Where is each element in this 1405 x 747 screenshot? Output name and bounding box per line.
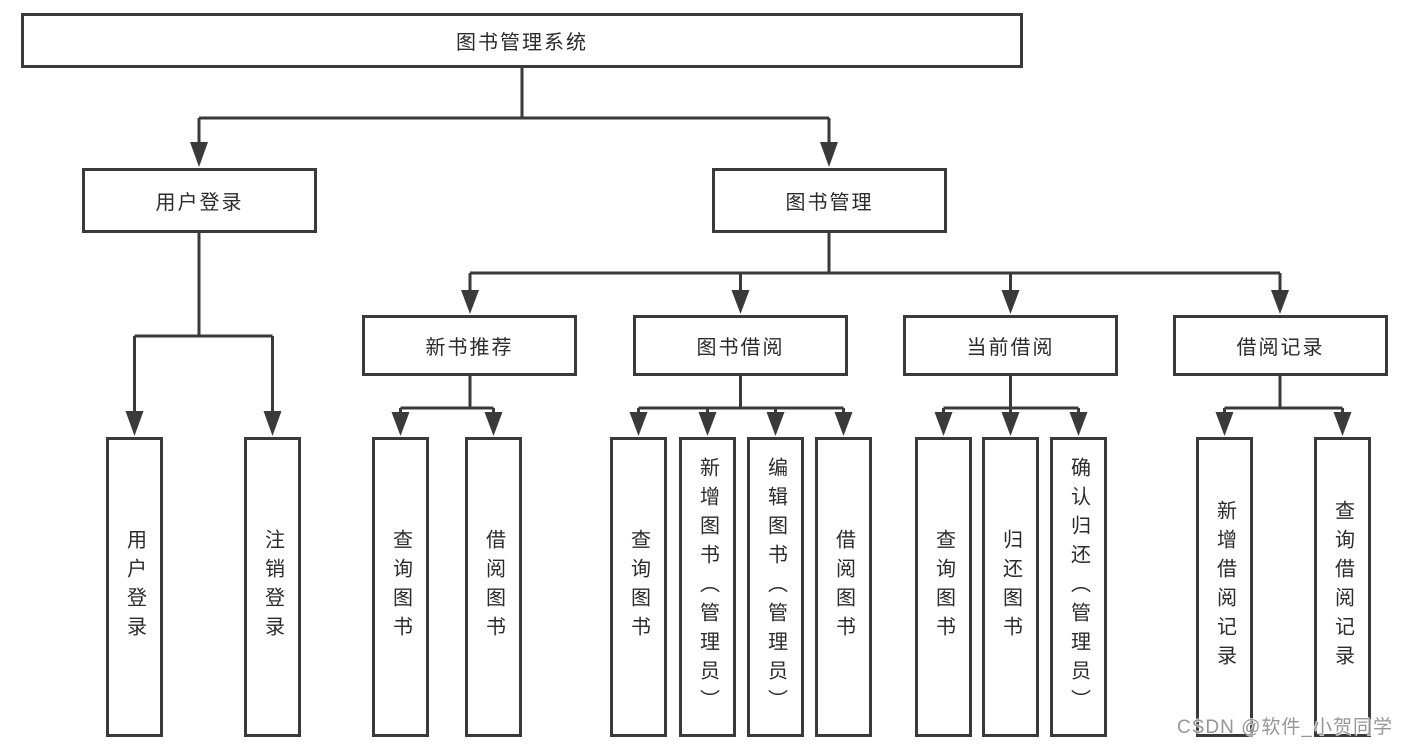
leaf-return-books: 归还图书 <box>982 437 1039 737</box>
leaf-confirm-return-admin: 确认归还（管理员） <box>1050 437 1107 737</box>
leaf-label: 归还图书 <box>999 529 1022 645</box>
leaf-label: 查询图书 <box>932 529 955 645</box>
node-label: 借阅记录 <box>1236 337 1325 359</box>
leaf-user-login: 用户登录 <box>106 437 163 737</box>
leaf-edit-books-admin: 编辑图书（管理员） <box>747 437 804 737</box>
leaf-add-books-admin: 新增图书（管理员） <box>679 437 736 737</box>
node-book-borrowing: 图书借阅 <box>633 315 848 376</box>
connector-book-borrow-children <box>629 376 853 436</box>
node-label: 当前借阅 <box>966 337 1055 359</box>
leaf-label: 编辑图书（管理员） <box>764 456 787 718</box>
node-user-login: 用户登录 <box>82 168 317 233</box>
connector-borrow-records-children <box>1215 376 1352 436</box>
node-book-management: 图书管理 <box>712 168 947 233</box>
connector-user-login-children <box>125 233 282 436</box>
leaf-label: 注销登录 <box>261 529 284 645</box>
connector-current-borrow-children <box>934 376 1088 436</box>
leaf-label: 查询借阅记录 <box>1331 500 1354 674</box>
leaf-label: 查询图书 <box>627 529 650 645</box>
node-system-root: 图书管理系统 <box>21 13 1023 68</box>
leaf-borrow-books: 借阅图书 <box>815 437 872 737</box>
leaf-label: 确认归还（管理员） <box>1067 456 1090 718</box>
leaf-query-books-recommend: 查询图书 <box>372 437 429 737</box>
leaf-logout: 注销登录 <box>244 437 301 737</box>
leaf-label: 借阅图书 <box>832 529 855 645</box>
leaf-label: 查询图书 <box>389 529 412 645</box>
leaf-label: 借阅图书 <box>482 529 505 645</box>
connector-new-book-rec-children <box>391 376 503 436</box>
leaf-label: 用户登录 <box>123 529 146 645</box>
leaf-query-books-borrowing: 查询图书 <box>610 437 667 737</box>
leaf-query-borrow-record: 查询借阅记录 <box>1314 437 1371 737</box>
leaf-label: 新增借阅记录 <box>1213 500 1236 674</box>
node-label: 图书管理系统 <box>456 32 588 54</box>
node-label: 图书管理 <box>785 192 874 214</box>
node-label: 图书借阅 <box>696 337 785 359</box>
leaf-borrow-books-recommend: 借阅图书 <box>465 437 522 737</box>
node-borrow-records: 借阅记录 <box>1173 315 1388 376</box>
node-label: 新书推荐 <box>425 337 514 359</box>
node-new-book-recommend: 新书推荐 <box>362 315 577 376</box>
csdn-watermark: CSDN @软件_小贺同学 <box>1177 717 1393 738</box>
connector-root-to-level2 <box>190 68 838 167</box>
leaf-label: 新增图书（管理员） <box>696 456 719 718</box>
node-current-borrowing: 当前借阅 <box>903 315 1118 376</box>
connector-book-mgmt-children <box>461 233 1289 314</box>
leaf-add-borrow-record: 新增借阅记录 <box>1196 437 1253 737</box>
leaf-query-books-current: 查询图书 <box>915 437 972 737</box>
node-label: 用户登录 <box>155 192 244 214</box>
